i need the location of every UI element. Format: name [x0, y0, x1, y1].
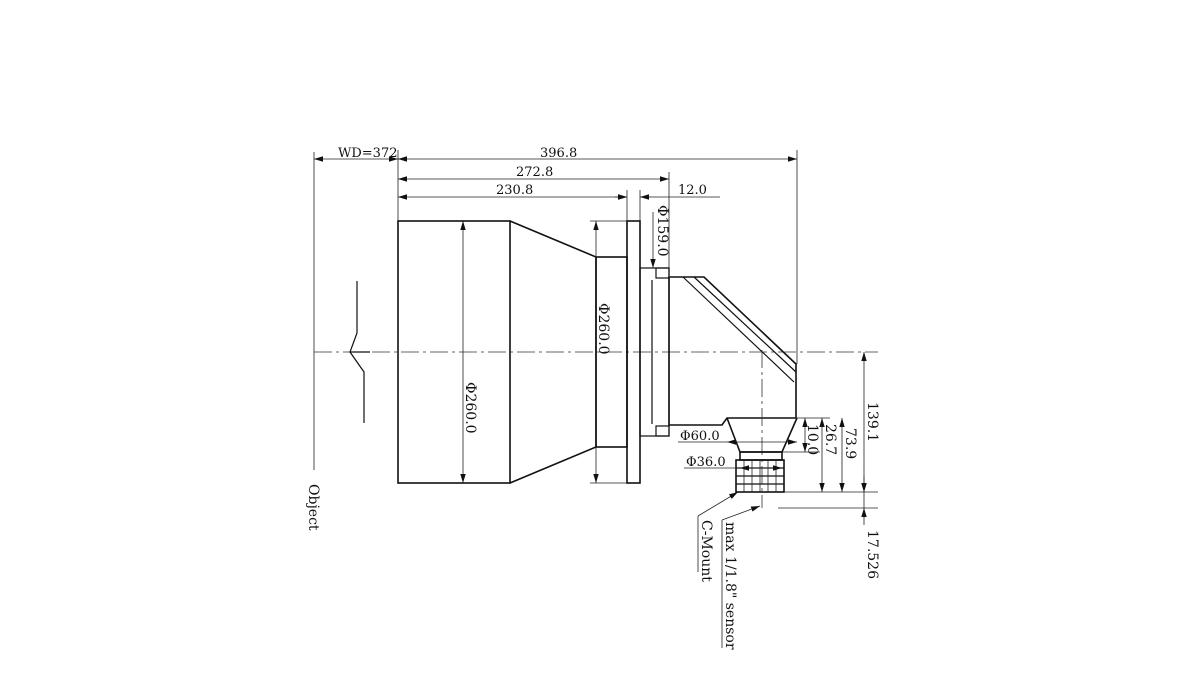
dim-dia-159-label: Φ159.0: [654, 205, 670, 257]
dim-17-label: 17.526: [864, 530, 880, 579]
dim-26-label: 26.7: [822, 424, 838, 455]
leader-sensor: max 1/1.8" sensor: [721, 505, 761, 650]
dimension-total-length: 396.8: [398, 146, 797, 162]
dim-dia-60-label: Φ60.0: [680, 429, 720, 444]
dimension-height-73: 73.9: [839, 418, 858, 492]
mirror-housing: [668, 276, 797, 508]
dimension-dia-36: Φ36.0: [684, 455, 782, 471]
dimension-height-139: 139.1: [861, 352, 880, 492]
dim-dia-260-flange-label: Φ260.0: [595, 303, 611, 355]
dim-272-label: 272.8: [516, 165, 553, 180]
dimension-height-26: 26.7: [819, 418, 838, 492]
dimension-dia-260-front: Φ260.0: [460, 221, 478, 483]
dim-139-label: 139.1: [864, 402, 880, 442]
leader-c-mount: C-Mount: [697, 491, 739, 582]
dimension-flange-17: 17.526: [861, 476, 880, 579]
dim-dia-260-front-label: Φ260.0: [462, 382, 478, 434]
dim-total-label: 396.8: [540, 146, 577, 161]
dimension-dia-60: Φ60.0: [678, 429, 797, 445]
object-plane: Object: [305, 152, 321, 531]
sensor-label: max 1/1.8" sensor: [722, 522, 738, 650]
dim-wd-label: WD=372: [338, 146, 398, 161]
object-label: Object: [305, 484, 321, 531]
dim-12-label: 12.0: [678, 183, 707, 198]
dim-10-label: 10.0: [804, 424, 820, 455]
dim-230-label: 230.8: [496, 183, 533, 198]
dim-dia-36-label: Φ36.0: [686, 455, 726, 470]
dimension-height-10: 10.0: [802, 418, 820, 455]
dimension-272: 272.8: [398, 165, 669, 182]
dimension-wd: WD=372: [314, 146, 398, 162]
dimension-230: 230.8: [398, 183, 627, 200]
dimension-dia-159: Φ159.0: [650, 205, 670, 268]
dimension-12: 12.0: [615, 183, 720, 221]
break-symbol: [349, 281, 370, 423]
c-mount-label: C-Mount: [698, 520, 714, 582]
dim-73-label: 73.9: [842, 428, 858, 459]
dimension-dia-260-flange: Φ260.0: [590, 220, 627, 484]
